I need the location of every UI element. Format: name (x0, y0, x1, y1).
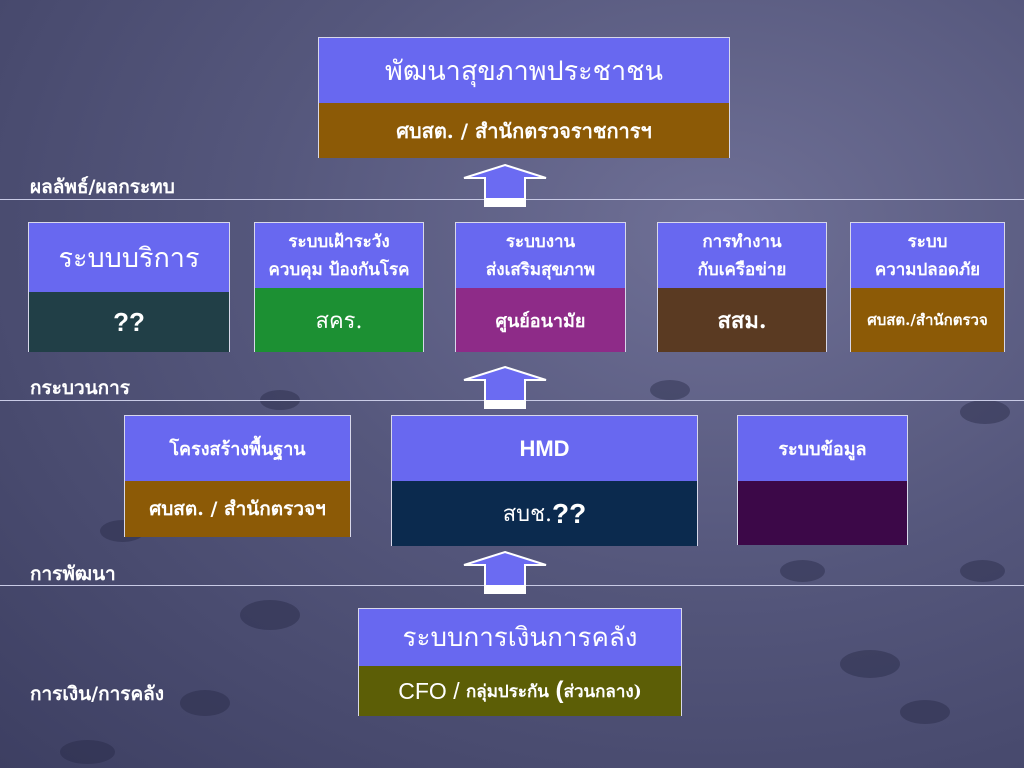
dev-box-owner-suffix: ?? (552, 497, 587, 529)
dev-box-title: โครงสร้างพื้นฐาน (125, 416, 350, 481)
process-box-owner: ศบสต./สำนักตรวจ (851, 288, 1004, 352)
dev-box-information: ระบบข้อมูล (737, 415, 908, 545)
process-box-title-line2: ควบคุม ป้องกันโรค (268, 259, 410, 280)
finance-box-owner: CFO / กลุ่มประกัน (ส่วนกลาง) (359, 666, 681, 716)
process-box-title: ระบบ ความปลอดภัย (851, 223, 1004, 288)
background-dot (840, 650, 900, 678)
process-box-network: การทำงาน กับเครือข่าย สสม. (657, 222, 827, 352)
up-arrow-icon (463, 163, 547, 207)
process-box-title-line2: กับเครือข่าย (697, 259, 787, 280)
finance-owner-prefix: CFO / (398, 677, 466, 704)
goal-box: พัฒนาสุขภาพประชาชน ศบสต. / สำนักตรวจราชก… (318, 37, 730, 158)
process-box-title: ระบบงาน ส่งเสริมสุขภาพ (456, 223, 625, 288)
layer-label-process: กระบวนการ (30, 377, 131, 399)
process-box-owner: ?? (29, 292, 229, 352)
process-box-owner: สคร. (255, 288, 423, 352)
dev-box-infrastructure: โครงสร้างพื้นฐาน ศบสต. / สำนักตรวจฯ (124, 415, 351, 537)
process-box-safety: ระบบ ความปลอดภัย ศบสต./สำนักตรวจ (850, 222, 1005, 352)
process-box-owner: สสม. (658, 288, 826, 352)
process-box-title: การทำงาน กับเครือข่าย (658, 223, 826, 288)
process-box-title-line1: ระบบ (907, 231, 948, 252)
finance-box: ระบบการเงินการคลัง CFO / กลุ่มประกัน (ส่… (358, 608, 682, 716)
process-box-title: ระบบเฝ้าระวัง ควบคุม ป้องกันโรค (255, 223, 423, 288)
background-dot (180, 690, 230, 716)
finance-owner-open: ( (548, 677, 564, 704)
dev-box-owner (738, 481, 907, 545)
process-box-title-line1: การทำงาน (702, 231, 782, 252)
background-dot (960, 400, 1010, 424)
dev-box-owner: ศบสต. / สำนักตรวจฯ (125, 481, 350, 537)
process-box-title-line2: ส่งเสริมสุขภาพ (485, 259, 596, 280)
background-dot (780, 560, 825, 582)
process-box-promotion: ระบบงาน ส่งเสริมสุขภาพ ศูนย์อนามัย (455, 222, 626, 352)
finance-owner-main: กลุ่มประกัน (466, 681, 549, 702)
layer-label-finance: การเงิน/การคลัง (30, 683, 165, 705)
dev-box-owner-prefix: สบช. (502, 502, 553, 527)
up-arrow-icon (463, 550, 547, 594)
process-box-title-line1: ระบบเฝ้าระวัง (288, 231, 390, 252)
goal-owner: ศบสต. / สำนักตรวจราชการฯ (319, 103, 729, 158)
background-dot (900, 700, 950, 724)
process-box-title-line2: ความปลอดภัย (874, 259, 981, 280)
dev-box-title: ระบบข้อมูล (738, 416, 907, 481)
process-box-title-line1: ระบบงาน (505, 231, 576, 252)
process-box-title: ระบบบริการ (29, 223, 229, 292)
background-dot (650, 380, 690, 400)
background-dot (60, 740, 115, 764)
finance-owner-paren: ส่วนกลาง) (563, 681, 642, 702)
dev-box-owner: สบช.?? (392, 481, 697, 546)
dev-box-title: HMD (392, 416, 697, 481)
layer-label-development: การพัฒนา (30, 563, 116, 585)
process-box-title-line1: ระบบบริการ (58, 243, 200, 274)
process-box-owner: ศูนย์อนามัย (456, 288, 625, 352)
layer-label-outcome: ผลลัพธ์/ผลกระทบ (30, 176, 175, 198)
goal-title: พัฒนาสุขภาพประชาชน (319, 38, 729, 103)
dev-box-hmd: HMD สบช.?? (391, 415, 698, 546)
background-dot (960, 560, 1005, 582)
process-box-service: ระบบบริการ ?? (28, 222, 230, 352)
process-box-surveillance: ระบบเฝ้าระวัง ควบคุม ป้องกันโรค สคร. (254, 222, 424, 352)
background-dot (240, 600, 300, 630)
up-arrow-icon (463, 365, 547, 409)
finance-box-title: ระบบการเงินการคลัง (359, 609, 681, 666)
